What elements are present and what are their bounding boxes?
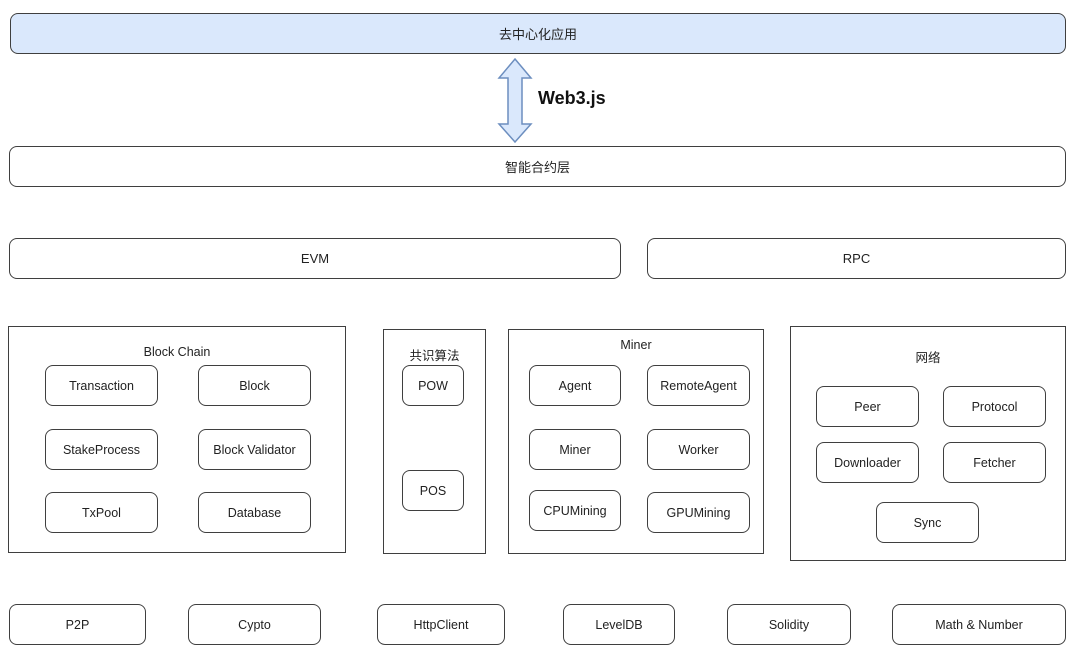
peer-label: Peer (854, 399, 881, 414)
cpu-mining-label: CPUMining (543, 503, 607, 518)
solidity-box: Solidity (727, 604, 851, 645)
transaction-box: Transaction (45, 365, 158, 406)
txpool-label: TxPool (82, 505, 121, 520)
block-validator-label: Block Validator (213, 442, 296, 457)
pos-box: POS (402, 470, 464, 511)
txpool-box: TxPool (45, 492, 158, 533)
block-label: Block (239, 378, 270, 393)
consensus-panel: 共识算法 (383, 329, 486, 554)
leveldb-box: LevelDB (563, 604, 675, 645)
block-validator-box: Block Validator (198, 429, 311, 470)
agent-box: Agent (529, 365, 621, 406)
remote-agent-label: RemoteAgent (660, 378, 737, 393)
pow-label: POW (418, 378, 448, 393)
worker-label: Worker (678, 442, 719, 457)
evm-label: EVM (300, 251, 330, 266)
protocol-label: Protocol (971, 399, 1018, 414)
double-arrow-shape (497, 57, 533, 144)
crypto-box: Cypto (188, 604, 321, 645)
miner-label: Miner (559, 442, 591, 457)
dapp-layer: 去中心化应用 (10, 13, 1066, 54)
rpc-box: RPC (647, 238, 1066, 279)
fetcher-label: Fetcher (973, 455, 1016, 470)
downloader-label: Downloader (834, 455, 901, 470)
fetcher-box: Fetcher (943, 442, 1046, 483)
pow-box: POW (402, 365, 464, 406)
worker-box: Worker (647, 429, 750, 470)
remote-agent-box: RemoteAgent (647, 365, 750, 406)
consensus-title: 共识算法 (409, 349, 460, 363)
smart-contract-layer-label: 智能合约层 (504, 160, 570, 175)
block-box: Block (198, 365, 311, 406)
protocol-box: Protocol (943, 386, 1046, 427)
stake-process-label: StakeProcess (62, 442, 141, 457)
http-client-box: HttpClient (377, 604, 505, 645)
downloader-box: Downloader (816, 442, 919, 483)
network-title: 网络 (915, 351, 941, 365)
sync-box: Sync (876, 502, 979, 543)
dapp-layer-label: 去中心化应用 (498, 27, 577, 42)
stake-process-box: StakeProcess (45, 429, 158, 470)
web3-label: Web3.js (538, 88, 606, 108)
crypto-label: Cypto (238, 617, 271, 632)
transaction-label: Transaction (69, 378, 134, 393)
p2p-label: P2P (65, 617, 90, 632)
leveldb-label: LevelDB (595, 617, 643, 632)
agent-label: Agent (558, 378, 592, 393)
http-client-label: HttpClient (413, 617, 469, 632)
solidity-label: Solidity (768, 617, 810, 632)
gpu-mining-label: GPUMining (666, 505, 731, 520)
sync-label: Sync (913, 515, 942, 530)
gpu-mining-box: GPUMining (647, 492, 750, 533)
rpc-label: RPC (842, 251, 871, 266)
math-number-box: Math & Number (892, 604, 1066, 645)
peer-box: Peer (816, 386, 919, 427)
miner-title: Miner (620, 338, 652, 352)
evm-box: EVM (9, 238, 621, 279)
block-chain-title: Block Chain (143, 345, 211, 359)
p2p-box: P2P (9, 604, 146, 645)
database-box: Database (198, 492, 311, 533)
pos-label: POS (419, 483, 447, 498)
smart-contract-layer: 智能合约层 (9, 146, 1066, 187)
miner-box: Miner (529, 429, 621, 470)
database-label: Database (227, 505, 282, 520)
cpu-mining-box: CPUMining (529, 490, 621, 531)
math-number-label: Math & Number (935, 617, 1023, 632)
